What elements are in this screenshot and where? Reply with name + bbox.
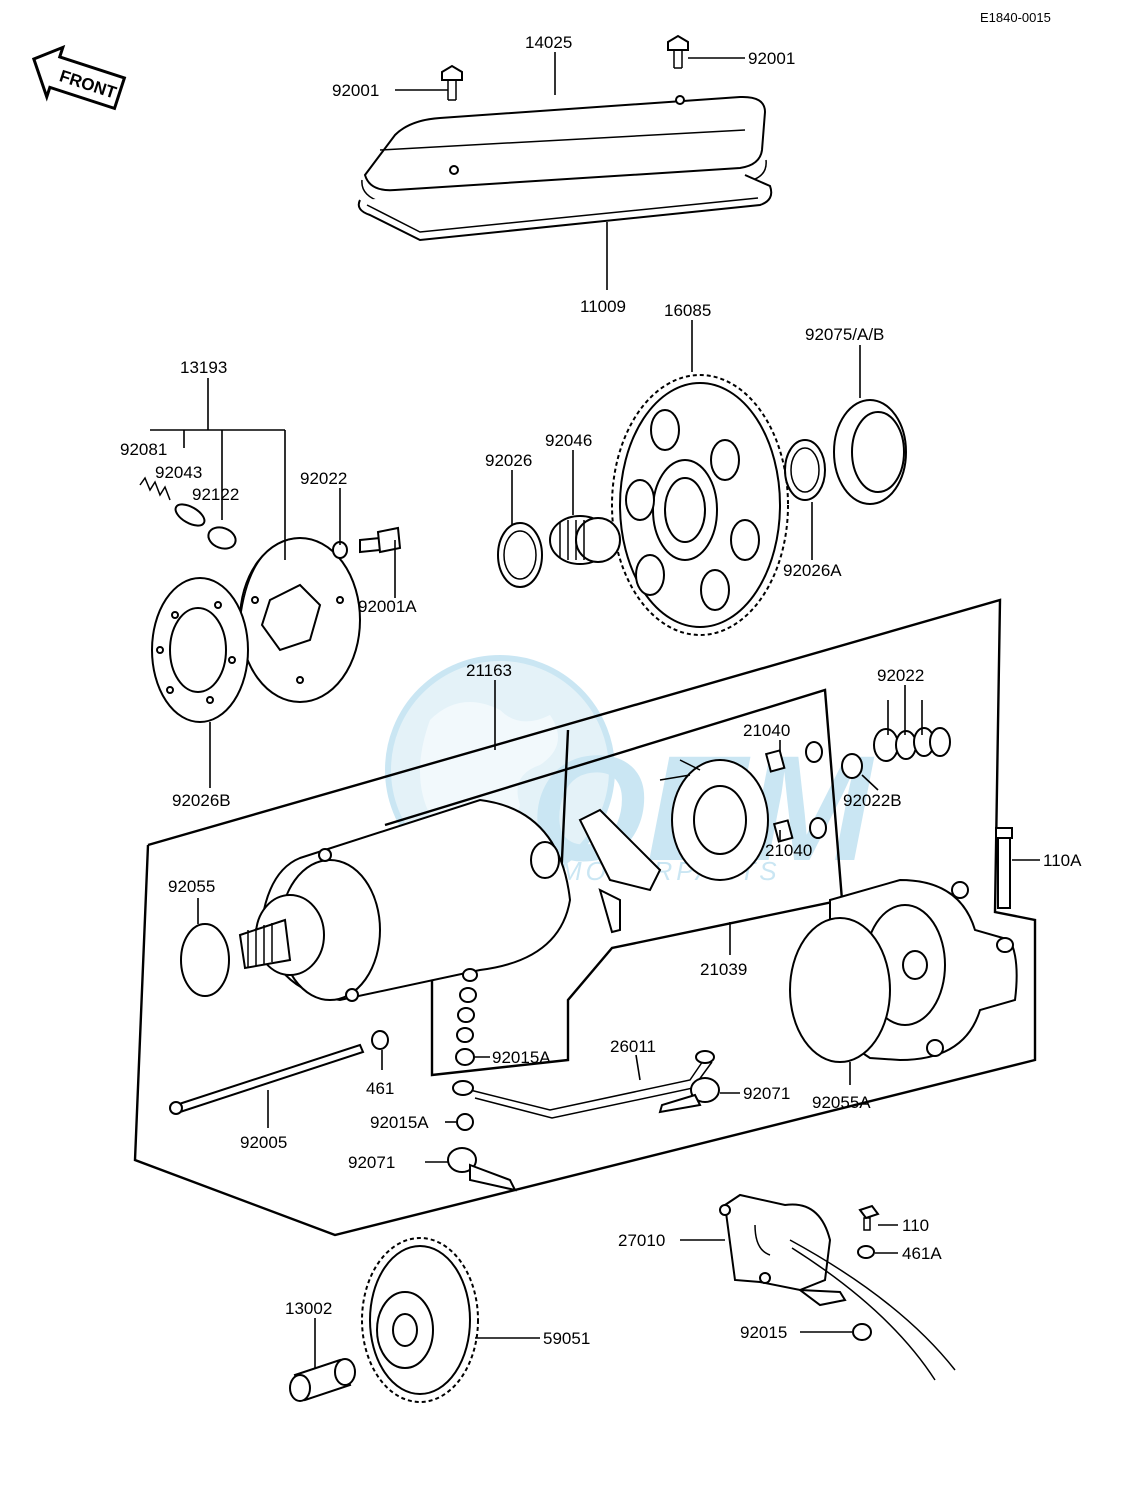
starter-clutch-drawing [239,537,361,703]
cover-bolt-right-drawing [667,34,689,69]
cover-bolt-left-drawing [441,64,463,101]
part-label[interactable]: 92043 [155,463,202,482]
part-label[interactable]: 92022B [843,791,902,810]
through-bolt-drawing [169,1043,365,1115]
brush-lower-drawing [772,819,794,843]
part-label[interactable]: 92071 [743,1084,790,1103]
part-label[interactable]: 461A [902,1244,942,1263]
spring-drawing [139,476,171,501]
part-label[interactable]: 92026B [172,791,231,810]
part-label[interactable]: 21040 [765,841,812,860]
part-label[interactable]: 92015A [492,1048,551,1067]
cap-92071-lower-drawing [447,1147,517,1192]
part-label[interactable]: 92015A [370,1113,429,1132]
o-ring-92055-drawing [180,923,230,997]
roller-drawing [207,526,237,550]
part-label[interactable]: 92071 [348,1153,395,1172]
idle-gear-drawing [361,1237,479,1403]
bolt-110-drawing [858,1204,880,1231]
washer-92022B-drawing [841,753,863,779]
starter-cover-drawing [357,95,773,242]
part-label[interactable]: 110A [1043,851,1082,870]
part-label[interactable]: 92022 [877,666,924,685]
part-label[interactable]: 110 [902,1216,929,1235]
bushing-drawing [289,1358,356,1402]
part-label[interactable]: 26011 [610,1037,656,1056]
o-ring-92055A-drawing [789,917,891,1063]
needle-bearing-drawing [549,515,621,565]
starter-motor-drawing [238,798,572,1002]
part-label[interactable]: 13193 [180,358,227,377]
part-label[interactable]: 59051 [543,1329,590,1348]
clutch-bolt-drawing [359,526,402,554]
cap-92071-upper-drawing [658,1077,720,1114]
part-label[interactable]: 14025 [525,33,572,52]
part-label[interactable]: 92001A [358,597,417,616]
washer-461-drawing [371,1030,389,1050]
part-label[interactable]: 92026A [783,561,842,580]
starter-gear-drawing [611,374,789,636]
part-label[interactable]: 92026 [485,451,532,470]
leader-lines [150,52,1040,1368]
part-label[interactable]: 11009 [580,297,626,316]
starter-group-frame [133,598,1037,1237]
part-label[interactable]: 461 [366,1079,394,1098]
part-label[interactable]: 92015 [740,1323,787,1342]
starter-relay-drawing [719,1193,956,1381]
part-label[interactable]: 92055A [812,1093,871,1112]
brush-holder-drawing [578,759,769,934]
pin-drawing [174,503,206,527]
part-label[interactable]: 27010 [618,1231,665,1250]
part-label[interactable]: 13002 [285,1299,332,1318]
lead-wire-drawing [452,1050,715,1119]
brush-upper-drawing [764,749,786,773]
part-label[interactable]: 21040 [743,721,790,740]
bolt-110A-drawing [995,827,1013,909]
terminal-stack-drawing [455,968,478,1066]
part-label[interactable]: 21163 [466,661,512,680]
washer-92026-drawing [497,522,543,588]
part-label[interactable]: 21039 [700,960,747,979]
part-label[interactable]: 92122 [192,485,239,504]
part-label[interactable]: 92081 [120,440,167,459]
diagram-code: E1840-0015 [980,10,1051,25]
part-label[interactable]: 92001 [748,49,795,68]
washer-461A-drawing [857,1245,875,1259]
part-label[interactable]: 92046 [545,431,592,450]
part-label[interactable]: 92055 [168,877,215,896]
part-labels: 14025 92001 92001 11009 16085 92075/A/B … [120,33,1082,1348]
part-label[interactable]: 92022 [300,469,347,488]
part-label[interactable]: 92005 [240,1133,287,1152]
part-label[interactable]: 92075/A/B [805,325,884,344]
nut-92015A-lower-drawing [456,1113,474,1131]
part-label[interactable]: 92001 [332,81,379,100]
front-arrow-icon: FRONT [31,44,127,111]
washer-set-drawing [873,727,951,762]
shim-92075-drawing [833,399,907,505]
nut-92015-drawing [852,1323,872,1341]
part-label[interactable]: 16085 [664,301,711,320]
clutch-plate-drawing [151,577,249,723]
